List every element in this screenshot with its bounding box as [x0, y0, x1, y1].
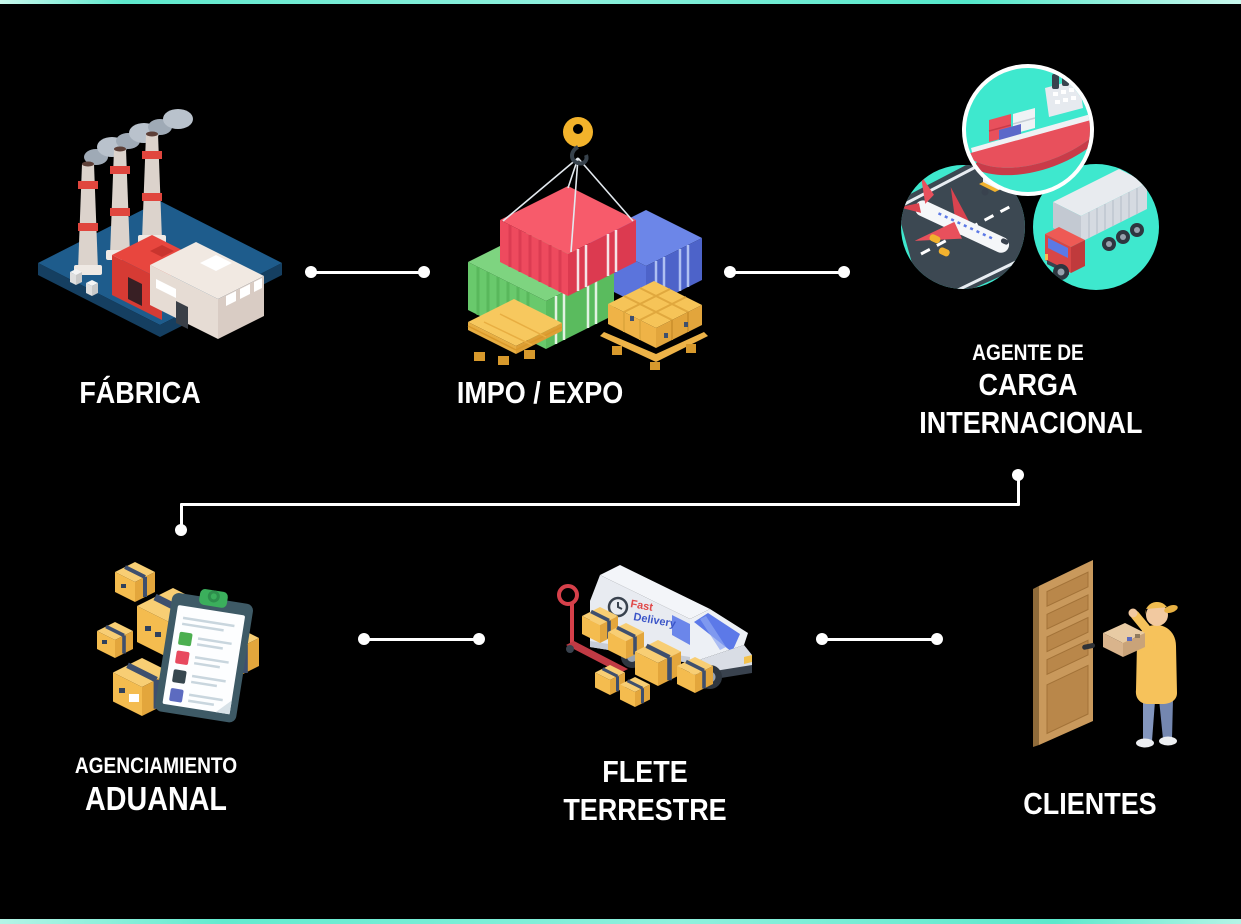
- connector-aduanal-flete-line: [364, 638, 479, 641]
- door-delivery-icon: [1033, 560, 1178, 748]
- agente-carga-label-line3: INTERNACIONAL: [919, 405, 1143, 440]
- connector-impo-agente-dot-left: [724, 266, 736, 278]
- delivery-person: [1103, 601, 1178, 748]
- connector-agente-aduanal-dot-bottom: [175, 524, 187, 536]
- connector-aduanal-flete-dot-left: [358, 633, 370, 645]
- connector-aduanal-flete-dot-right: [473, 633, 485, 645]
- cargo-truck-icon: [1033, 164, 1159, 290]
- top-accent-bar: [0, 0, 1241, 4]
- connector-flete-clientes-dot-left: [816, 633, 828, 645]
- factory-illustration: [30, 105, 290, 345]
- connector-agente-aduanal-vline-left: [180, 503, 183, 531]
- agenciamiento-label-line1: AGENCIAMIENTO: [74, 753, 238, 778]
- ship-plane-truck-circles-icon: [901, 64, 1159, 290]
- clientes-illustration: [1025, 545, 1210, 750]
- van-illustration: Fast Delivery: [540, 545, 760, 735]
- pallet-boxes-right: [600, 281, 708, 370]
- package-icon: [1103, 623, 1145, 657]
- flete-label-line2: TERRESTRE: [563, 792, 727, 827]
- connector-agente-aduanal-vline-right: [1017, 478, 1020, 506]
- van-brand-fast: Fast: [629, 598, 654, 614]
- containers-illustration: [440, 100, 720, 370]
- pallet-left: [467, 299, 563, 365]
- connector-agente-aduanal-hline: [180, 503, 1020, 506]
- van-boxes: [582, 607, 713, 707]
- chimneys: [74, 131, 166, 275]
- yard-crates: [70, 269, 98, 296]
- checklist-clipboard-icon: [155, 589, 253, 723]
- agente-carga-label-line2: CARGA: [978, 367, 1078, 402]
- smoke-clouds: [84, 109, 193, 165]
- cargo-containers-icon: [467, 117, 708, 370]
- connector-impo-agente-line: [730, 271, 844, 274]
- freight-agent-illustration: [895, 62, 1165, 312]
- warehouse-building: [150, 242, 264, 339]
- agente-carga-label-line1: AGENTE DE: [972, 340, 1084, 365]
- crane-hook-icon: [502, 117, 634, 253]
- clientes-label: CLIENTES: [1023, 786, 1157, 821]
- boxes-checklist-icon: [97, 562, 259, 723]
- fabrica-label: FÁBRICA: [79, 375, 201, 410]
- connector-flete-clientes-dot-right: [931, 633, 943, 645]
- cargo-ship-icon: [962, 64, 1094, 196]
- connector-agente-aduanal-dot-top: [1012, 469, 1024, 481]
- connector-flete-clientes-line: [822, 638, 937, 641]
- door-icon: [1033, 560, 1096, 747]
- factory-icon: [38, 109, 282, 339]
- connector-impo-agente-dot-right: [838, 266, 850, 278]
- flete-label-line1: FLETE: [602, 754, 688, 789]
- bottom-accent-bar: [0, 919, 1241, 924]
- pallet-jack-icon: [557, 584, 628, 673]
- impo-expo-label: IMPO / EXPO: [456, 375, 624, 410]
- connector-fabrica-impo-dot-right: [418, 266, 430, 278]
- customs-illustration: [85, 540, 270, 745]
- connector-fabrica-impo-line: [311, 271, 424, 274]
- agenciamiento-label-line2: ADUANAL: [85, 780, 227, 817]
- delivery-van-icon: Fast Delivery: [557, 565, 752, 707]
- connector-fabrica-impo-dot-left: [305, 266, 317, 278]
